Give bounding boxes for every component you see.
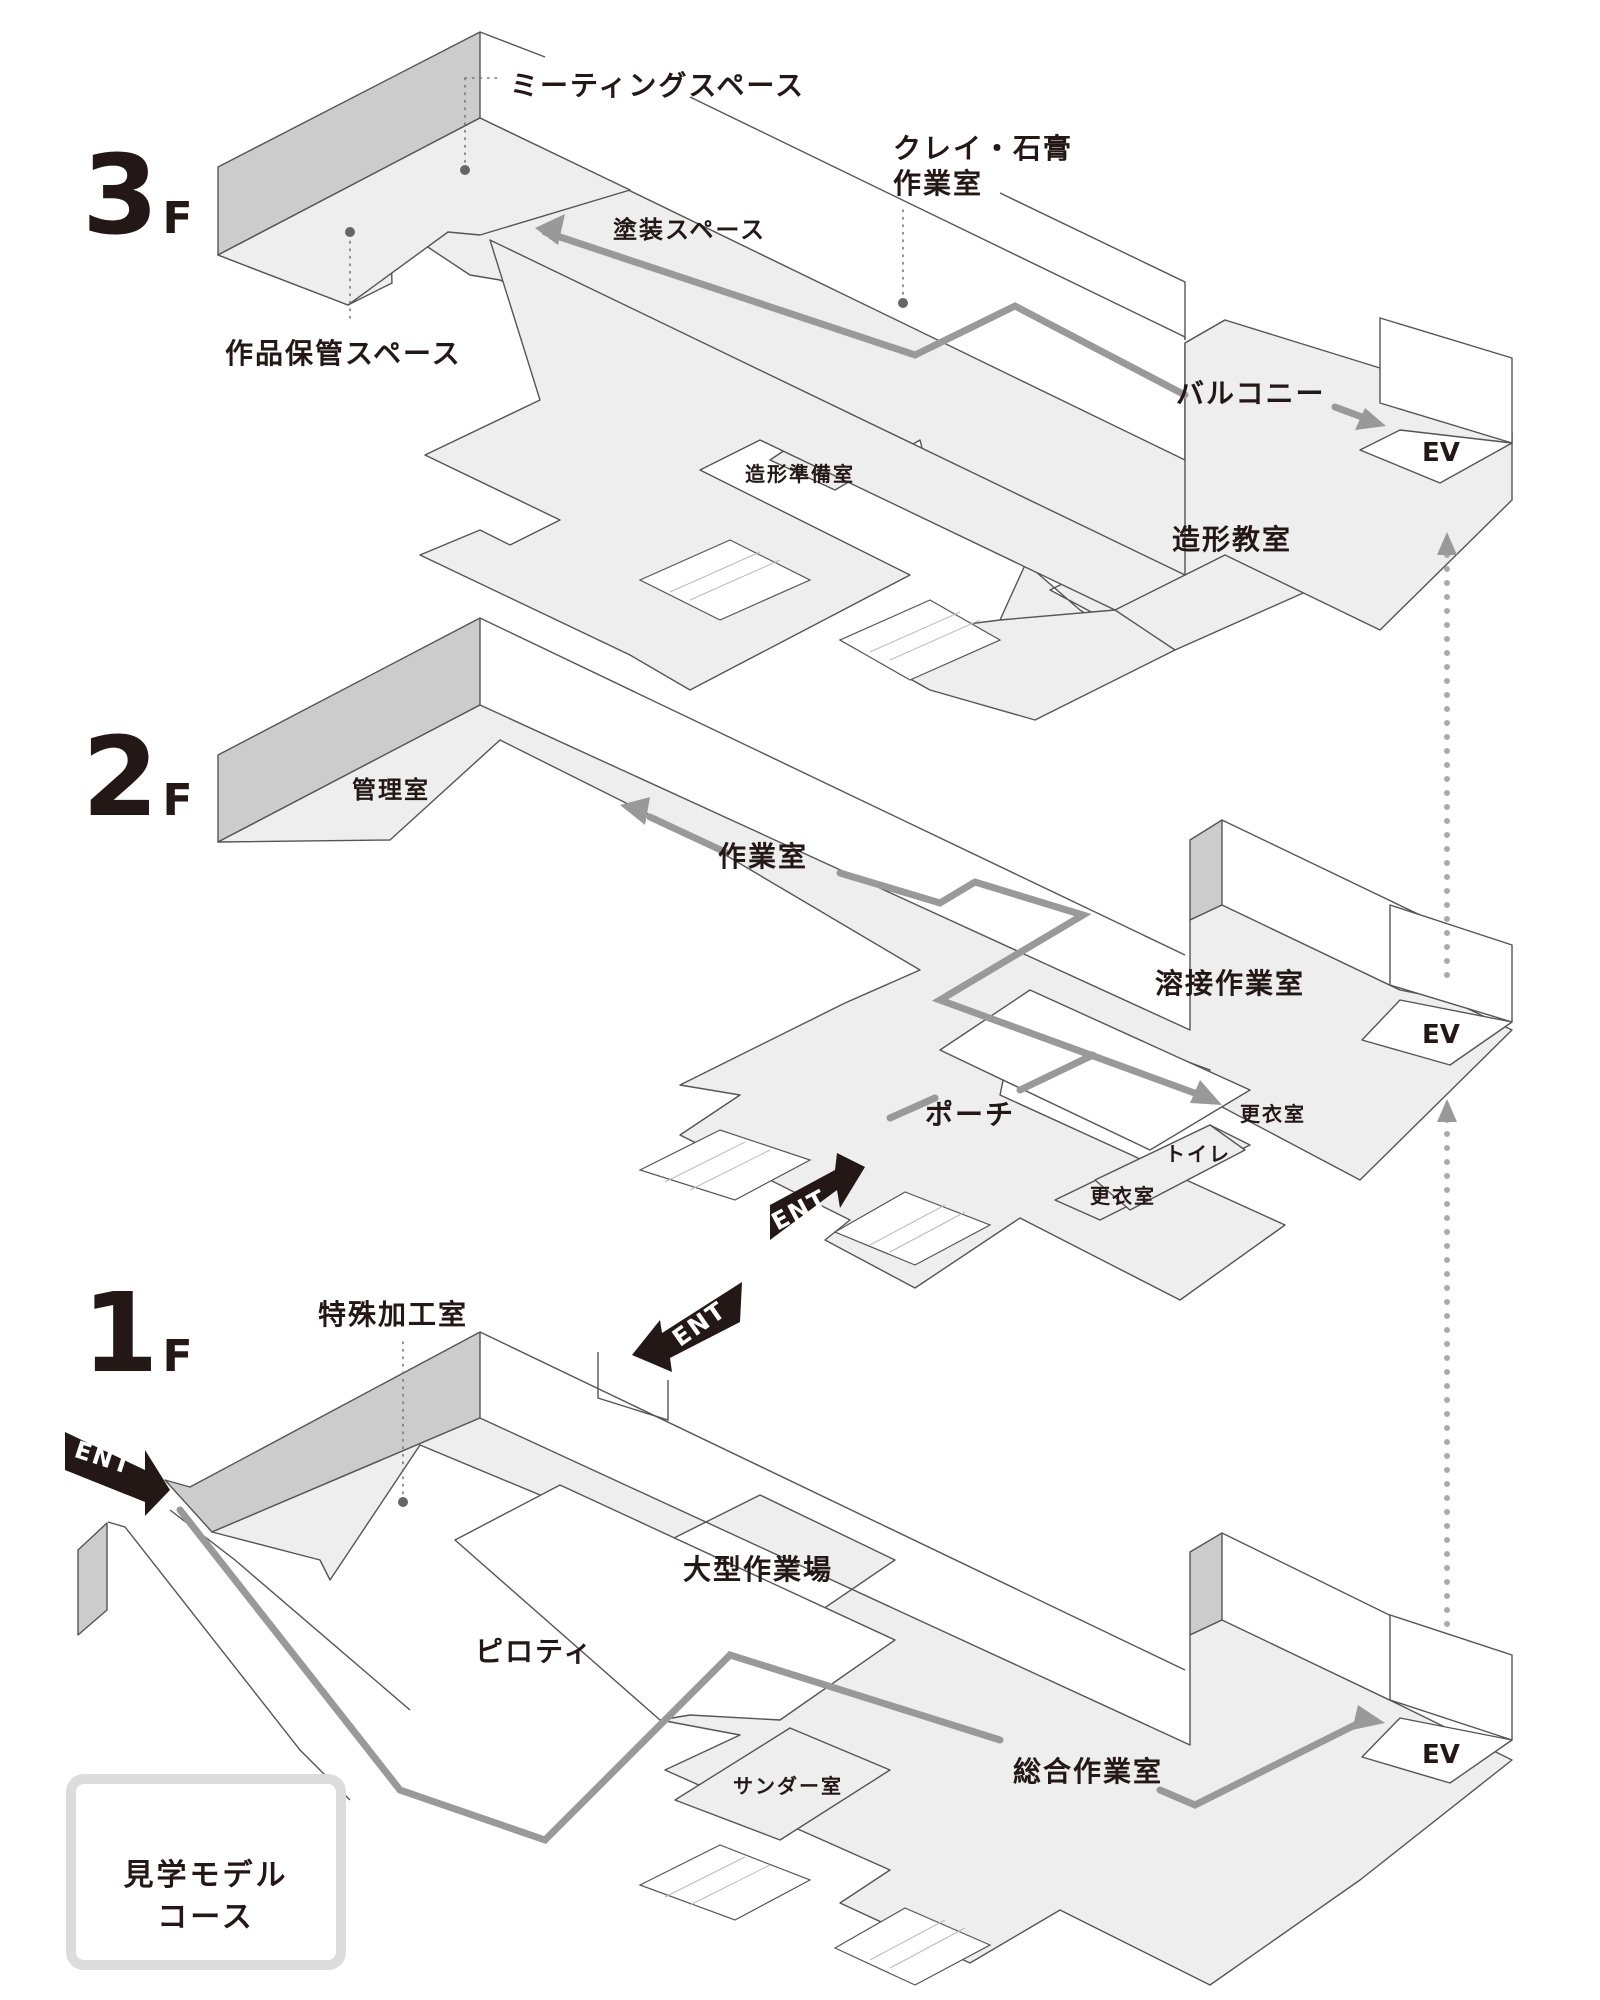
legend-label-line1: 見学モデル	[123, 1858, 289, 1893]
1f-entrance-canopy	[597, 1352, 669, 1421]
label-modeling-classroom: 造形教室	[1172, 523, 1293, 556]
1f-route	[176, 1506, 1004, 1845]
floor-1f-plan	[65, 1282, 1513, 1986]
1f-ramp-line-a	[107, 1521, 351, 1801]
2f-back-wall-line	[479, 617, 1186, 956]
label-large-workshop: 大型作業場	[683, 1553, 834, 1586]
1f-gate-wall	[77, 1522, 108, 1636]
label-piloti: ピロティ	[475, 1635, 594, 1668]
label-clay-plaster-room-line2: 作業室	[893, 167, 984, 200]
floor-number-3f: 3F	[82, 131, 193, 259]
label-painting-space: 塗装スペース	[613, 216, 767, 244]
3f-clay-pin	[898, 298, 908, 308]
ev-up-arrowhead-3f	[1437, 532, 1457, 555]
3f-storage-pin	[345, 227, 355, 237]
2f-route-arrowhead	[1190, 1080, 1222, 1105]
label-balcony: バルコニー	[1176, 377, 1326, 410]
label-ev-3f: EV	[1422, 438, 1460, 468]
floor-2f-plan	[217, 617, 1513, 1301]
label-toilet: トイレ	[1165, 1142, 1231, 1166]
3f-storage-room	[217, 117, 631, 306]
1f-piloti-area	[454, 1484, 896, 1721]
label-modeling-prep-room: 造形準備室	[745, 462, 855, 486]
2f-route	[836, 869, 1204, 1099]
1f-ev-arrowhead	[1352, 1705, 1385, 1730]
floor-number-2f: 2F	[82, 713, 193, 841]
2f-route-to-office	[646, 813, 729, 856]
floor-3f-plan	[217, 31, 1513, 721]
2f-entrance-arrow	[770, 1153, 865, 1240]
label-ev-2f: EV	[1422, 1020, 1460, 1050]
2f-stairs	[638, 1129, 992, 1266]
2f-toilet	[1094, 1124, 1246, 1211]
label-workshop-2f: 作業室	[718, 840, 809, 873]
3f-route	[541, 228, 1189, 399]
3f-ev	[1359, 429, 1513, 484]
3f-ev-arrowhead	[1355, 408, 1386, 430]
ev-up-arrowhead-2f	[1437, 1099, 1457, 1122]
label-general-workshop: 総合作業室	[1013, 1755, 1164, 1788]
label-ev-1f: EV	[1422, 1740, 1460, 1770]
3f-route-arrowhead	[535, 214, 565, 245]
2f-ev	[1361, 999, 1513, 1066]
3f-meeting-pin	[460, 165, 470, 175]
2f-porch-route	[1016, 1051, 1097, 1094]
label-sander-room: サンダー室	[733, 1774, 843, 1798]
label-porch: ポーチ	[925, 1098, 1016, 1131]
3f-back-wall-line-2	[999, 192, 1186, 340]
legend-label-line2: コース	[157, 1900, 255, 1935]
label-locker-room-a: 更衣室	[1240, 1102, 1306, 1126]
3f-roof-line	[479, 31, 546, 58]
label-clay-plaster-room-line1: クレイ・石膏	[893, 132, 1074, 165]
1f-route-to-ev	[1156, 1721, 1359, 1809]
3f-stairs	[638, 539, 1002, 681]
legend-box: 見学モデル コース	[66, 1774, 346, 1970]
label-special-processing-room: 特殊加工室	[318, 1298, 469, 1331]
1f-special-pin	[398, 1497, 408, 1507]
label-locker-room-b: 更衣室	[1090, 1184, 1156, 1208]
1f-west-entrance-arrow	[65, 1432, 170, 1516]
1f-sander-room	[674, 1727, 891, 1841]
1f-north-entrance-arrow	[632, 1282, 742, 1372]
1f-pillar	[1189, 1532, 1223, 1636]
2f-pillar	[1189, 819, 1223, 921]
1f-ev	[1361, 1717, 1513, 1784]
1f-stairs	[638, 1844, 992, 1986]
2f-floor	[217, 704, 1513, 1301]
label-storage-space: 作品保管スペース	[225, 337, 462, 370]
label-management-room: 管理室	[352, 776, 430, 804]
floor-number-1f: 1F	[82, 1269, 193, 1397]
3f-corridor	[419, 239, 1186, 691]
2f-route-arrowhead-2	[620, 797, 650, 825]
label-welding-workshop: 溶接作業室	[1155, 967, 1306, 1000]
label-meeting-space: ミーティングスペース	[510, 69, 805, 102]
